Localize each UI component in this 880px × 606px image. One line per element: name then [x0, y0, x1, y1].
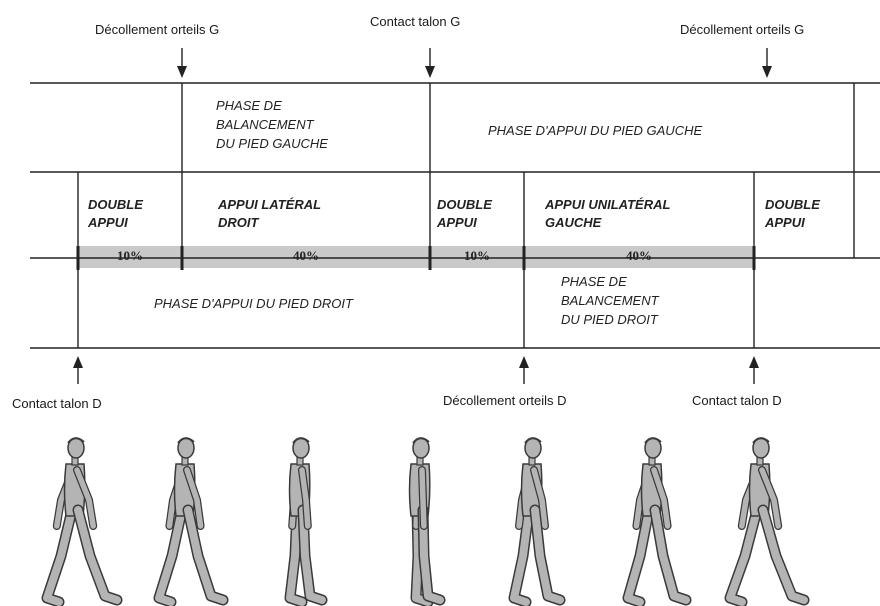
swing-phase-left-foot: PHASE DE BALANCEMENT DU PIED GAUCHE — [216, 96, 328, 153]
arrow-up-icon — [519, 356, 529, 384]
swing-phase-right-line: DU PIED DROIT — [561, 310, 659, 329]
support-phase-single-left: APPUI UNILATÉRAL GAUCHE — [545, 196, 670, 232]
swing-phase-right-line: BALANCEMENT — [561, 291, 659, 310]
percent-single-support-right: 40% — [184, 248, 428, 264]
swing-phase-left-line: DU PIED GAUCHE — [216, 134, 328, 153]
support-phase-line: DOUBLE — [765, 196, 820, 214]
support-phase-double-3: DOUBLE APPUI — [765, 196, 820, 232]
support-phase-single-right: APPUI LATÉRAL DROIT — [218, 196, 321, 232]
swing-phase-left-line: PHASE DE — [216, 96, 328, 115]
walking-figures-row — [47, 438, 804, 602]
support-phase-double-1: DOUBLE APPUI — [88, 196, 143, 232]
walking-figure — [290, 438, 323, 602]
event-label-toe-off-right: Décollement orteils D — [443, 393, 567, 408]
arrow-up-icon — [749, 356, 759, 384]
arrow-up-icon — [73, 356, 83, 384]
support-phase-line: DOUBLE — [88, 196, 143, 214]
event-label-toe-off-left-1: Décollement orteils G — [95, 22, 219, 37]
support-phase-line: DOUBLE — [437, 196, 492, 214]
swing-phase-right-foot: PHASE DE BALANCEMENT DU PIED DROIT — [561, 272, 659, 329]
event-label-heel-contact-left: Contact talon G — [370, 14, 460, 29]
percent-double-support-1: 10% — [80, 248, 180, 264]
walking-figure — [47, 438, 117, 602]
arrow-down-icon — [425, 48, 435, 78]
support-phase-line: APPUI LATÉRAL — [218, 196, 321, 214]
event-label-toe-off-left-2: Décollement orteils G — [680, 22, 804, 37]
support-phase-double-2: DOUBLE APPUI — [437, 196, 492, 232]
walking-figure — [730, 438, 804, 602]
support-phase-line: DROIT — [218, 214, 321, 232]
support-phase-line: APPUI — [437, 214, 492, 232]
event-label-heel-contact-right-2: Contact talon D — [692, 393, 782, 408]
percent-single-support-left: 40% — [526, 248, 752, 264]
walking-figure — [514, 438, 560, 602]
arrow-down-icon — [177, 48, 187, 78]
swing-phase-left-line: BALANCEMENT — [216, 115, 328, 134]
support-phase-line: APPUI — [765, 214, 820, 232]
walking-figure — [410, 438, 441, 602]
event-label-heel-contact-right-1: Contact talon D — [12, 396, 102, 411]
walking-figure — [628, 438, 686, 602]
support-phase-line: APPUI — [88, 214, 143, 232]
percent-double-support-2: 10% — [432, 248, 522, 264]
stance-phase-right-foot: PHASE D'APPUI DU PIED DROIT — [154, 294, 353, 313]
walking-figure — [159, 438, 223, 602]
support-phase-line: APPUI UNILATÉRAL — [545, 196, 670, 214]
support-phase-line: GAUCHE — [545, 214, 670, 232]
stance-phase-left-foot: PHASE D'APPUI DU PIED GAUCHE — [488, 121, 702, 140]
swing-phase-right-line: PHASE DE — [561, 272, 659, 291]
arrow-down-icon — [762, 48, 772, 78]
